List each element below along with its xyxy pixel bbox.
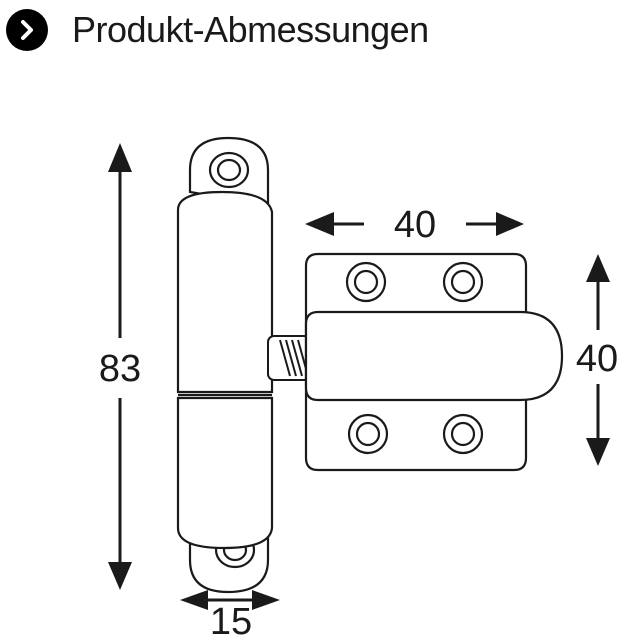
- dimension-label-width-top: 40: [394, 204, 436, 246]
- dimension-width-top: 40: [305, 204, 524, 246]
- hinge-barrel: [176, 136, 274, 594]
- dimension-label-height-right: 40: [576, 338, 618, 380]
- dimension-label-width-bottom: 15: [210, 601, 252, 640]
- dimension-width-bottom: 15: [180, 590, 280, 640]
- threaded-pin: [267, 335, 311, 381]
- page-title: Produkt-Abmessungen: [72, 9, 429, 50]
- mounting-plate: [304, 252, 564, 472]
- page-header: Produkt-Abmessungen: [6, 6, 429, 54]
- chevron-right-icon: [6, 9, 48, 51]
- dimension-height-right: 40: [576, 254, 618, 466]
- dimension-label-height: 83: [99, 348, 141, 390]
- dimension-height-left: 83: [99, 143, 141, 590]
